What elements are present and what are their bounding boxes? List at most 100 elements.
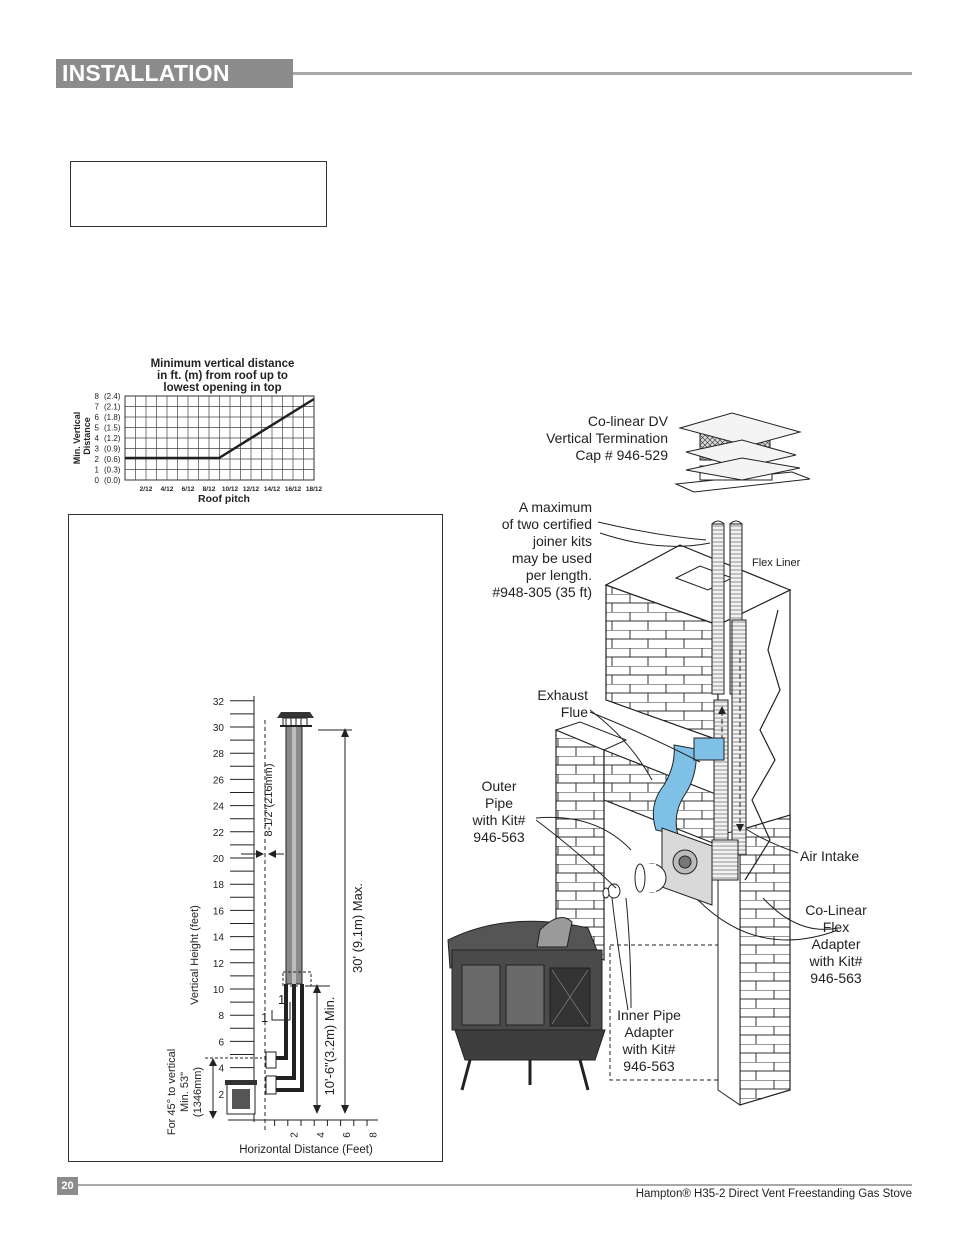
outer-pipe-label-line: Pipe [485,795,513,811]
footer-rule [78,1184,912,1186]
vent-y-tick: 10 [213,985,225,996]
vent-x-ticks: 2 4 6 8 [274,1120,380,1138]
chimney-illustration [447,412,839,1106]
roof-y-tick-ft: 2 [95,455,100,464]
inner-pipe-label-line: 946-563 [623,1058,675,1074]
vent-y-tick: 14 [213,933,225,944]
inner-pipe-label-line: Inner Pipe [617,1007,681,1023]
joiner-label-line: A maximum [519,499,592,515]
vent-slope-run-label: 1 [261,1010,268,1025]
roof-y-tick-m: (0.0) [104,476,121,485]
vent-y-tick: 12 [213,959,225,970]
cap-label-line: Cap # 946-529 [575,447,668,463]
vent-offset-label: 8-1/2"(216mm) [263,764,275,837]
vent-x-tick: 6 [342,1132,353,1138]
vent-45-label-line: For 45° to vertical [166,1049,178,1135]
roof-y-tick-m: (2.1) [104,403,121,412]
roof-x-tick: 6/12 [182,486,195,493]
roof-y-tick-ft: 5 [95,424,100,433]
joiner-label-line: joiner kits [532,533,592,549]
gas-stove [447,917,606,1091]
vent-y-tick: 18 [213,880,225,891]
section-header-bar [56,59,293,88]
vent-y-tick: 16 [213,906,225,917]
roof-graph-title: Minimum vertical distance in ft. (m) fro… [120,358,325,394]
roof-y-tick-ft: 3 [95,445,100,454]
roof-y-tick-ft: 8 [95,392,100,401]
roof-x-tick: 18/12 [306,486,323,493]
vent-y-tick: 30 [213,723,225,734]
air-intake-label: Air Intake [800,848,859,864]
roof-x-tick: 8/12 [203,486,216,493]
note-box [70,161,327,227]
flex-liner-label: Flex Liner [752,557,801,569]
inner-pipe-label-line: with Kit# [622,1041,676,1057]
header-rule [293,72,912,75]
roof-x-tick: 4/12 [161,486,174,493]
vent-min-label: 10'-6"(3.2m) Min. [322,997,337,1096]
roof-y-tick-ft: 1 [95,466,100,475]
vent-x-tick: 2 [289,1132,300,1138]
vent-y-tick: 4 [218,1064,224,1075]
joiner-label-line: #948-305 (35 ft) [492,584,592,600]
vent-y-tick: 24 [213,802,225,813]
vent-45-label-line: (1346mm) [192,1067,204,1117]
outer-pipe-label-line: with Kit# [472,812,526,828]
roof-y-tick-ft: 4 [95,434,100,443]
joiner-label-line: may be used [512,550,592,566]
vent-x-tick: 4 [316,1132,327,1138]
joiner-label-line: of two certified [502,516,592,532]
roof-graph-y-ticks: 0(0.0)1(0.3)2(0.6)3(0.9)4(1.2)5(1.5)6(1.… [95,392,121,485]
cap-label-line: Co-linear DV [588,413,669,429]
vent-y-tick: 6 [218,1037,224,1048]
roof-x-tick: 10/12 [222,486,239,493]
vent-xlabel: Horizontal Distance (Feet) [239,1144,373,1156]
cap-label-line: Vertical Termination [546,430,668,446]
exhaust-label-line: Flue [561,704,588,720]
flex-adapter-label-line: with Kit# [809,953,863,969]
vent-diagram-frame [68,514,443,1162]
roof-graph-ylabel-line: Distance [82,417,92,455]
outer-pipe-label-line: 946-563 [473,829,525,845]
inner-pipe-label-line: Adapter [624,1024,673,1040]
termination-cap [674,412,811,493]
vent-45-label-line: Min. 53" [179,1072,191,1112]
vent-y-tick: 28 [213,749,225,760]
roof-y-tick-m: (1.5) [104,424,121,433]
footer-product-name: Hampton® H35-2 Direct Vent Freestanding … [635,1188,912,1200]
roof-x-tick: 14/12 [264,486,281,493]
roof-graph-title-line: in ft. (m) from roof up to [157,370,288,382]
roof-graph-x-ticks: 2/12 4/12 6/12 8/12 10/12 12/12 14/12 16/12 18/1… [140,486,323,493]
vent-y-tick: 20 [213,854,225,865]
outer-pipe-label-line: Outer [481,778,516,794]
roof-y-tick-ft: 0 [95,476,100,485]
flex-adapter-label-line: Co-Linear [805,902,867,918]
roof-x-tick: 12/12 [243,486,260,493]
section-title: INSTALLATION [62,60,230,86]
roof-y-tick-m: (2.4) [104,392,121,401]
roof-graph-line [125,397,315,460]
page-number: 20 [57,1177,78,1195]
roof-x-tick: 16/12 [285,486,302,493]
roof-y-tick-m: (1.2) [104,434,121,443]
roof-graph-title-line: lowest opening in top [163,382,282,394]
vent-y-tick: 26 [213,775,225,786]
roof-y-tick-m: (0.6) [104,455,121,464]
roof-y-tick-m: (0.9) [104,445,121,454]
roof-y-tick-ft: 7 [95,403,100,412]
roof-graph-ylabel-line: Min. Vertical [72,412,82,465]
chimney-callouts: Co-linear DV Vertical Termination Cap # … [472,413,868,1074]
vent-slope-rise-label: 1 [278,992,285,1007]
vent-y-tick: 32 [213,697,225,708]
vent-max-label: 30' (9.1m) Max. [350,883,365,973]
roof-x-tick: 2/12 [140,486,153,493]
roof-pitch-graph: 0(0.0)1(0.3)2(0.6)3(0.9)4(1.2)5(1.5)6(1.… [72,392,323,505]
flex-adapter-label-line: Flex [823,919,849,935]
joiner-label-line: per length. [526,567,592,583]
roof-graph-xlabel: Roof pitch [198,493,250,505]
vent-ylabel: Vertical Height (feet) [189,905,201,1005]
vent-x-tick: 8 [369,1132,380,1138]
vent-y-tick: 22 [213,828,225,839]
